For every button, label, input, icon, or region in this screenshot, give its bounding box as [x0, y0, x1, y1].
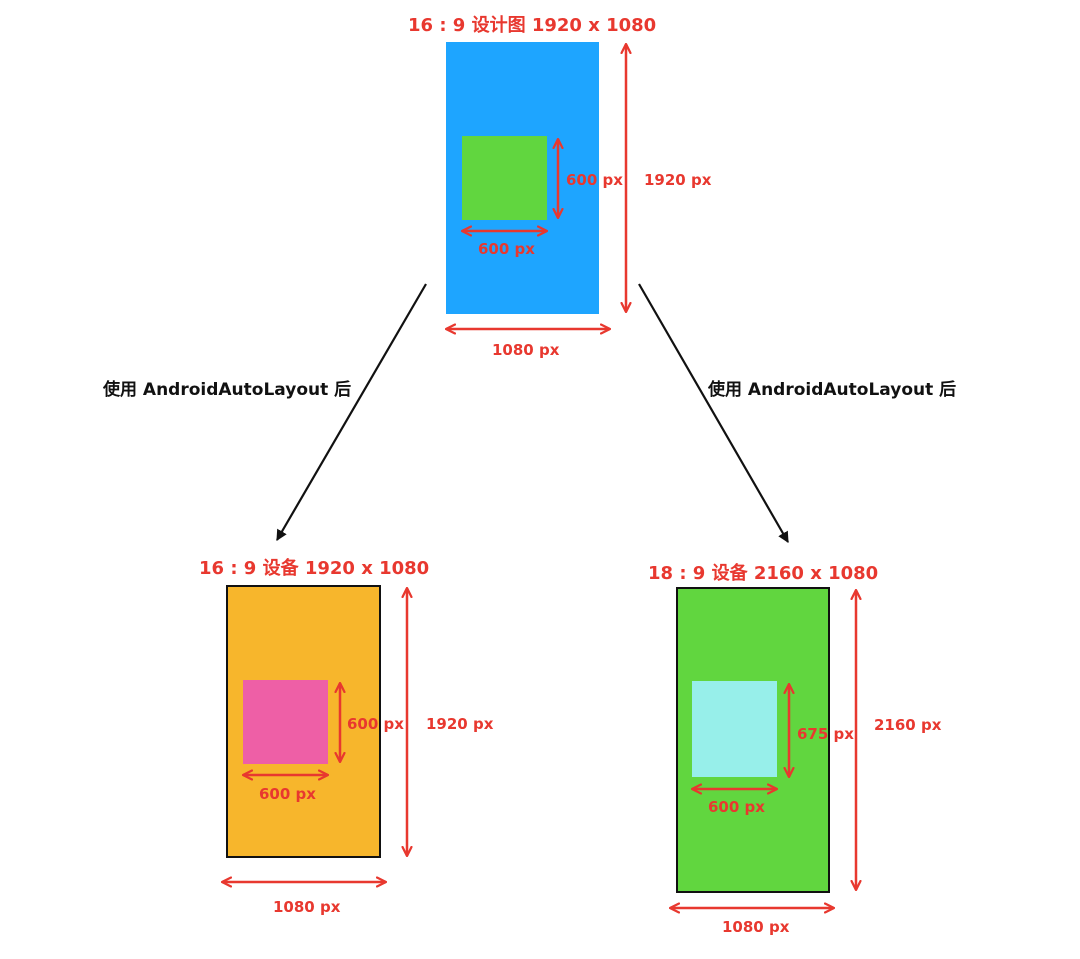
- device-b-screen-width-label: 1080 px: [722, 918, 790, 936]
- flow-arrow-right: [638, 283, 789, 543]
- flow-arrow-left: [276, 283, 427, 541]
- arrow-right-label: 使用 AndroidAutoLayout 后: [708, 380, 957, 400]
- arrow-left-label: 使用 AndroidAutoLayout 后: [103, 380, 352, 400]
- device-b-box: [692, 681, 777, 777]
- device-a-screen-height-label: 1920 px: [426, 715, 494, 733]
- device-b-title: 18 : 9 设备 2160 x 1080: [648, 563, 879, 584]
- design-box: [462, 136, 547, 220]
- device-b-screen-height-label: 2160 px: [874, 716, 942, 734]
- device-b-box-height-label: 675 px: [797, 725, 854, 743]
- device-a-title: 16 : 9 设备 1920 x 1080: [199, 558, 430, 579]
- device-a-box: [243, 680, 328, 764]
- design-box-height-label: 600 px: [566, 171, 623, 189]
- design-screen-width-label: 1080 px: [492, 341, 560, 359]
- device-a-box-width-label: 600 px: [259, 785, 316, 803]
- design-screen-height-label: 1920 px: [644, 171, 712, 189]
- device-b-box-width-label: 600 px: [708, 798, 765, 816]
- design-title: 16 : 9 设计图 1920 x 1080: [408, 15, 657, 36]
- device-a-box-height-label: 600 px: [347, 715, 404, 733]
- design-box-width-label: 600 px: [478, 240, 535, 258]
- device-a-screen-width-label: 1080 px: [273, 898, 341, 916]
